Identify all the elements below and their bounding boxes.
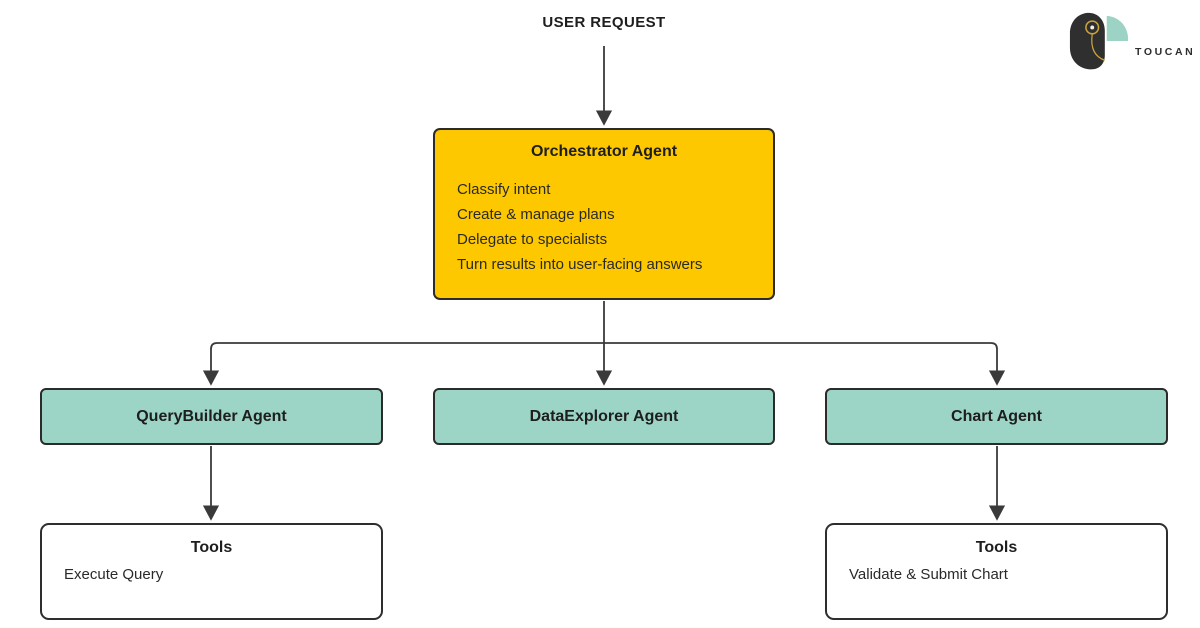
chart-tools-node: Tools Validate & Submit Chart (825, 523, 1168, 620)
querybuilder-agent-node: QueryBuilder Agent (40, 388, 383, 445)
toucan-logo: TOUCAN (1068, 10, 1195, 72)
orchestrator-agent-node: Orchestrator Agent Classify intent Creat… (433, 128, 775, 300)
tool-item: Execute Query (64, 566, 164, 583)
chart-agent-node: Chart Agent (825, 388, 1168, 445)
user-request-label: USER REQUEST (542, 14, 666, 31)
toucan-icon (1069, 12, 1129, 70)
chart-agent-title: Chart Agent (951, 407, 1042, 425)
arrow-orchestrator-to-querybuilder (202, 342, 604, 386)
tools-title: Tools (975, 539, 1018, 556)
dataexplorer-agent-title: DataExplorer Agent (529, 407, 679, 425)
orchestrator-capability: Delegate to specialists (457, 231, 608, 248)
toucan-brand-text: TOUCAN (1135, 46, 1196, 58)
tools-title: Tools (190, 539, 233, 556)
querybuilder-agent-title: QueryBuilder Agent (136, 407, 287, 425)
arrow-orchestrator-to-chart (604, 342, 1006, 386)
tool-item: Validate & Submit Chart (849, 566, 1008, 583)
querybuilder-tools-node: Tools Execute Query (40, 523, 383, 620)
orchestrator-capability: Turn results into user-facing answers (457, 256, 703, 273)
orchestrator-agent-capabilities: Classify intent Create & manage plans De… (457, 177, 773, 277)
orchestrator-agent-title: Orchestrator Agent (530, 143, 678, 160)
orchestrator-capability: Classify intent (457, 181, 551, 198)
orchestrator-capability: Create & manage plans (457, 206, 615, 223)
dataexplorer-agent-node: DataExplorer Agent (433, 388, 775, 445)
